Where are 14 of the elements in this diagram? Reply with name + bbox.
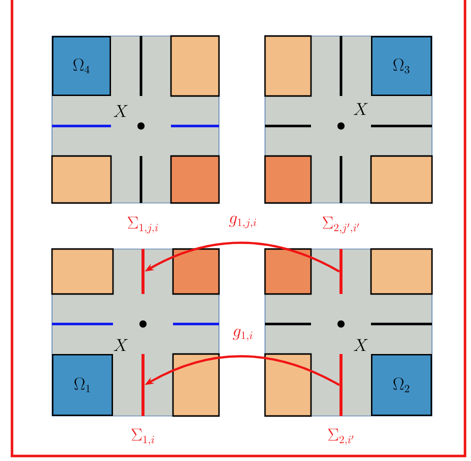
point-label: $X$ bbox=[354, 103, 368, 115]
region-square: $\Omega_3$ bbox=[371, 36, 432, 96]
segment-label: $\Sigma_{2,i'}$ bbox=[328, 428, 354, 446]
segment-label: $\Sigma_{1,j,i}$ bbox=[128, 216, 158, 234]
point-label: $X$ bbox=[114, 339, 128, 351]
edge-label: $g_{1,i}$ bbox=[232, 328, 254, 342]
region-square: $\Omega_1$ bbox=[52, 354, 113, 416]
region-square: $\Omega_2$ bbox=[371, 354, 432, 416]
segment-label: $\Sigma_{1,i}$ bbox=[132, 428, 154, 446]
region-square: $\Omega_4$ bbox=[52, 36, 111, 96]
segment-label: $\Sigma_{2,j',i'}$ bbox=[322, 216, 359, 234]
point-label: $X$ bbox=[114, 105, 128, 117]
edge-label: $g_{1,j,i}$ bbox=[228, 214, 258, 230]
point-label: $X$ bbox=[354, 339, 368, 351]
